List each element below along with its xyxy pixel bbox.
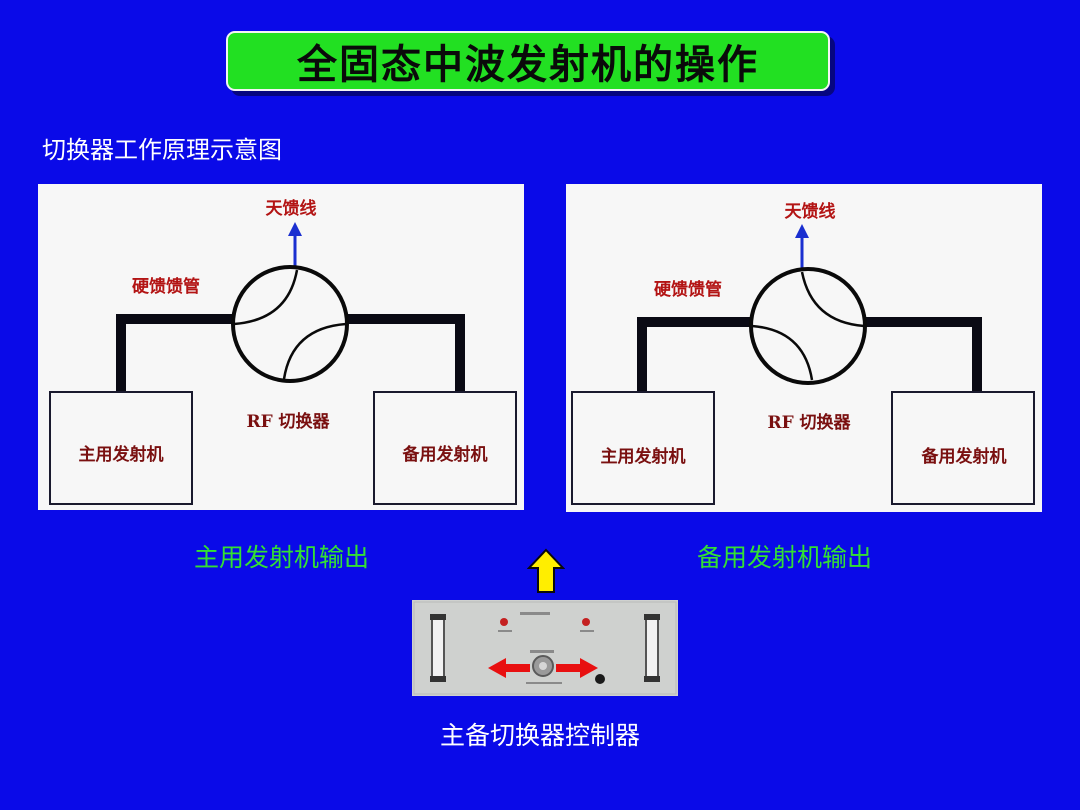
- feeder-pipe-left: [116, 314, 233, 394]
- switch-arc-bottom: [282, 322, 347, 380]
- antenna-label: 天馈线: [785, 201, 836, 222]
- feeder-pipe-right: [346, 314, 465, 394]
- controller-panel-image: [412, 600, 678, 696]
- switch-arc-top: [800, 271, 865, 328]
- antenna-arrow-head: [288, 222, 302, 236]
- main-transmitter-box: [49, 391, 193, 505]
- main-transmitter-box: [571, 391, 715, 505]
- title-banner: 全固态中波发射机的操作: [226, 31, 830, 91]
- page-title: 全固态中波发射机的操作: [297, 42, 759, 88]
- rf-switch-label: RF 切换器: [246, 411, 330, 432]
- feeder-label: 硬馈馈管: [132, 276, 200, 297]
- main-transmitter-label: 主用发射机: [601, 446, 686, 467]
- push-button: [595, 674, 605, 684]
- left-handle: [430, 614, 446, 682]
- backup-indicator-light: [582, 618, 590, 626]
- antenna-arrow-head: [795, 224, 809, 238]
- feeder-label: 硬馈馈管: [654, 279, 722, 300]
- feeder-pipe-left: [637, 317, 751, 394]
- diagram-main-output: 天馈线 硬馈馈管 RF 切换器 主用发射机 备用发射机: [38, 184, 524, 510]
- arrow-up-icon: [527, 548, 565, 593]
- backup-transmitter-box: [373, 391, 517, 505]
- diagram-backup-output: 天馈线 硬馈馈管 RF 切换器 主用发射机 备用发射机: [566, 184, 1042, 512]
- subtitle: 切换器工作原理示意图: [42, 136, 282, 164]
- backup-transmitter-label: 备用发射机: [921, 446, 1007, 467]
- right-handle: [644, 614, 660, 682]
- feeder-pipe-right: [864, 317, 982, 394]
- rf-switch-circle: [749, 267, 867, 385]
- backup-transmitter-box: [891, 391, 1035, 505]
- main-indicator-light: [500, 618, 508, 626]
- main-transmitter-label: 主用发射机: [79, 444, 164, 465]
- switch-arc-bottom: [751, 324, 814, 381]
- arrow-left-icon: [488, 658, 530, 678]
- main-output-label: 主用发射机输出: [194, 543, 370, 572]
- backup-output-label: 备用发射机输出: [697, 543, 873, 572]
- antenna-label: 天馈线: [266, 198, 317, 219]
- arrow-right-icon: [556, 658, 598, 678]
- backup-transmitter-label: 备用发射机: [402, 444, 488, 465]
- rf-switch-label: RF 切换器: [767, 412, 851, 433]
- switch-arc-top: [233, 269, 299, 326]
- rf-switch-circle: [231, 265, 349, 383]
- controller-caption: 主备切换器控制器: [439, 721, 640, 750]
